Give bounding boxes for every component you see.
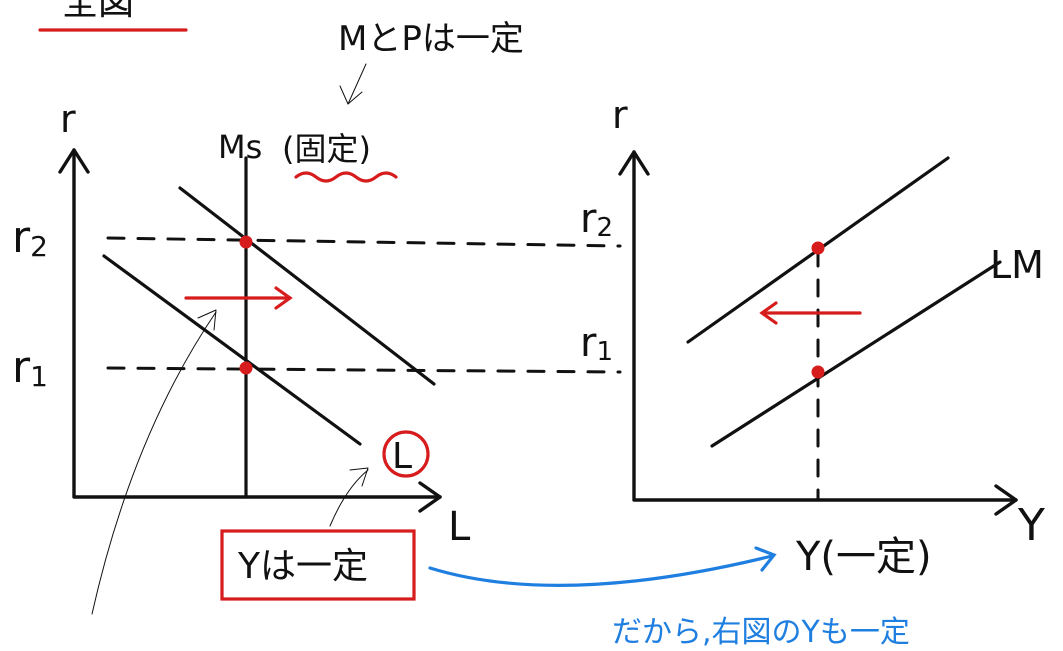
left-r2-label: r2 [12, 212, 48, 263]
right-r2-label: r2 [580, 196, 613, 243]
right-x-arrowhead [994, 484, 1018, 516]
r2-dashed-guide [106, 236, 622, 248]
left-equilibrium-r2-dot [239, 235, 253, 249]
right-y-tick-label: Y(一定) [795, 534, 932, 580]
left-x-axis-label: L [448, 504, 471, 550]
y-constant-box-text: Yは一定 [237, 546, 368, 587]
right-axes [632, 150, 1018, 502]
money-demand-curve-shifted [178, 186, 436, 386]
right-equilibrium-r1-dot [811, 365, 825, 379]
ms-label: Ms [218, 128, 262, 166]
demand-shift-arrowhead [274, 286, 293, 310]
left-axes [72, 148, 442, 499]
mp-note-arrowhead [339, 85, 363, 105]
left-panel: r L r2 r1 Ms (固定) MとPは一定 L [12, 19, 622, 615]
bottom-pointer-arrowhead [197, 309, 217, 331]
right-y-axis-label: r [612, 93, 628, 137]
mp-note-arrow-shaft [347, 63, 367, 105]
money-demand-curve-initial [102, 254, 362, 446]
demand-label-circle [382, 430, 430, 478]
right-r1-label: r1 [580, 320, 613, 367]
left-x-arrowhead [418, 481, 442, 513]
blue-link-arrowhead [754, 546, 777, 572]
heading: 全図 [38, 0, 188, 32]
fixed-wavy-underline [294, 171, 398, 183]
blue-link-arrow [428, 554, 774, 587]
right-y-arrowhead [618, 150, 650, 176]
ms-fixed-note: (固定) [282, 130, 371, 168]
box-to-demand-arrow [329, 469, 369, 527]
blue-note: だから,右図のYも一定 [612, 615, 910, 650]
demand-label: L [392, 436, 412, 477]
y-constant-box [220, 529, 416, 601]
right-x-axis-label: Y [1017, 500, 1045, 551]
lm-label: LM [990, 243, 1044, 287]
left-r1-label: r1 [12, 342, 48, 393]
heading-text: 全図 [62, 0, 134, 23]
right-equilibrium-r2-dot [811, 241, 825, 255]
box-to-demand-arrowhead [349, 467, 369, 487]
right-panel: r Y r2 r1 LM Y(一定) [580, 93, 1045, 580]
mp-constant-note: MとPは一定 [338, 19, 524, 59]
lm-curve-initial [710, 260, 1002, 448]
lm-shift-arrowhead [759, 301, 778, 325]
bottom-pointer-arrow [91, 311, 217, 615]
r1-dashed-guide [106, 366, 622, 374]
left-equilibrium-r1-dot [239, 361, 253, 375]
left-y-arrowhead [58, 148, 90, 174]
left-y-axis-label: r [60, 97, 76, 141]
